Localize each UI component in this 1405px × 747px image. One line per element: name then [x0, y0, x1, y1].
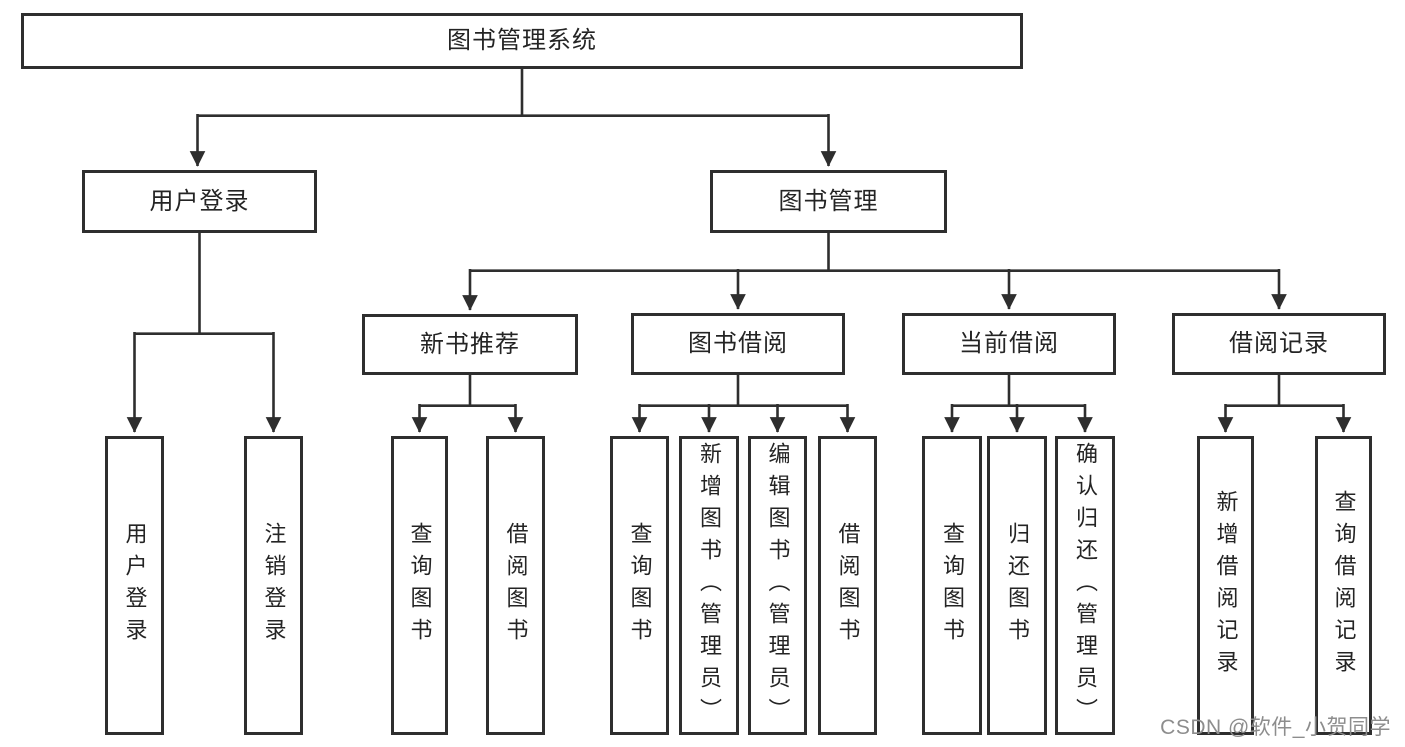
node-query-books-borrowing: 查询图书	[610, 436, 669, 735]
node-label: 借阅图书	[503, 521, 529, 650]
node-label: 注销登录	[261, 521, 287, 650]
node-label: 查询图书	[407, 521, 433, 650]
node-label: 当前借阅	[959, 330, 1059, 357]
node-library-management-system: 图书管理系统	[21, 13, 1023, 69]
node-confirm-return-admin: 确认归还（管理员）	[1055, 436, 1115, 735]
node-book-borrowing: 图书借阅	[631, 313, 845, 375]
node-query-books-current: 查询图书	[922, 436, 982, 735]
node-user-login: 用户登录	[105, 436, 164, 735]
node-query-books-recommend: 查询图书	[391, 436, 448, 735]
node-add-borrow-record: 新增借阅记录	[1197, 436, 1254, 735]
node-book-management: 图书管理	[710, 170, 947, 233]
node-label: 新增图书（管理员）	[697, 441, 722, 730]
node-label: 查询图书	[627, 521, 653, 650]
node-label: 编辑图书（管理员）	[765, 441, 791, 730]
node-borrowing-records: 借阅记录	[1172, 313, 1386, 375]
node-label: 图书管理	[778, 187, 879, 215]
node-label: 查询图书	[940, 521, 965, 650]
node-label: 借阅图书	[835, 521, 861, 650]
csdn-watermark: CSDN @软件_小贺同学	[1160, 716, 1391, 739]
node-query-borrow-record: 查询借阅记录	[1315, 436, 1372, 735]
node-label: 图书管理系统	[447, 27, 597, 54]
node-new-book-recommendation: 新书推荐	[362, 314, 578, 375]
node-label: 查询借阅记录	[1331, 489, 1357, 682]
node-user-login-group: 用户登录	[82, 170, 317, 233]
node-add-books-admin: 新增图书（管理员）	[679, 436, 739, 735]
node-borrow-books: 借阅图书	[818, 436, 877, 735]
node-return-books: 归还图书	[987, 436, 1047, 735]
node-label: 确认归还（管理员）	[1073, 441, 1098, 730]
node-label: 新增借阅记录	[1213, 489, 1239, 682]
node-logout: 注销登录	[244, 436, 303, 735]
node-label: 归还图书	[1005, 521, 1030, 650]
node-borrow-books-recommend: 借阅图书	[486, 436, 545, 735]
node-label: 图书借阅	[688, 330, 788, 357]
node-label: 借阅记录	[1229, 330, 1329, 357]
node-edit-books-admin: 编辑图书（管理员）	[748, 436, 807, 735]
node-label: 新书推荐	[420, 330, 520, 358]
node-current-borrowing: 当前借阅	[902, 313, 1116, 375]
node-label: 用户登录	[122, 521, 148, 650]
node-label: 用户登录	[149, 187, 250, 215]
